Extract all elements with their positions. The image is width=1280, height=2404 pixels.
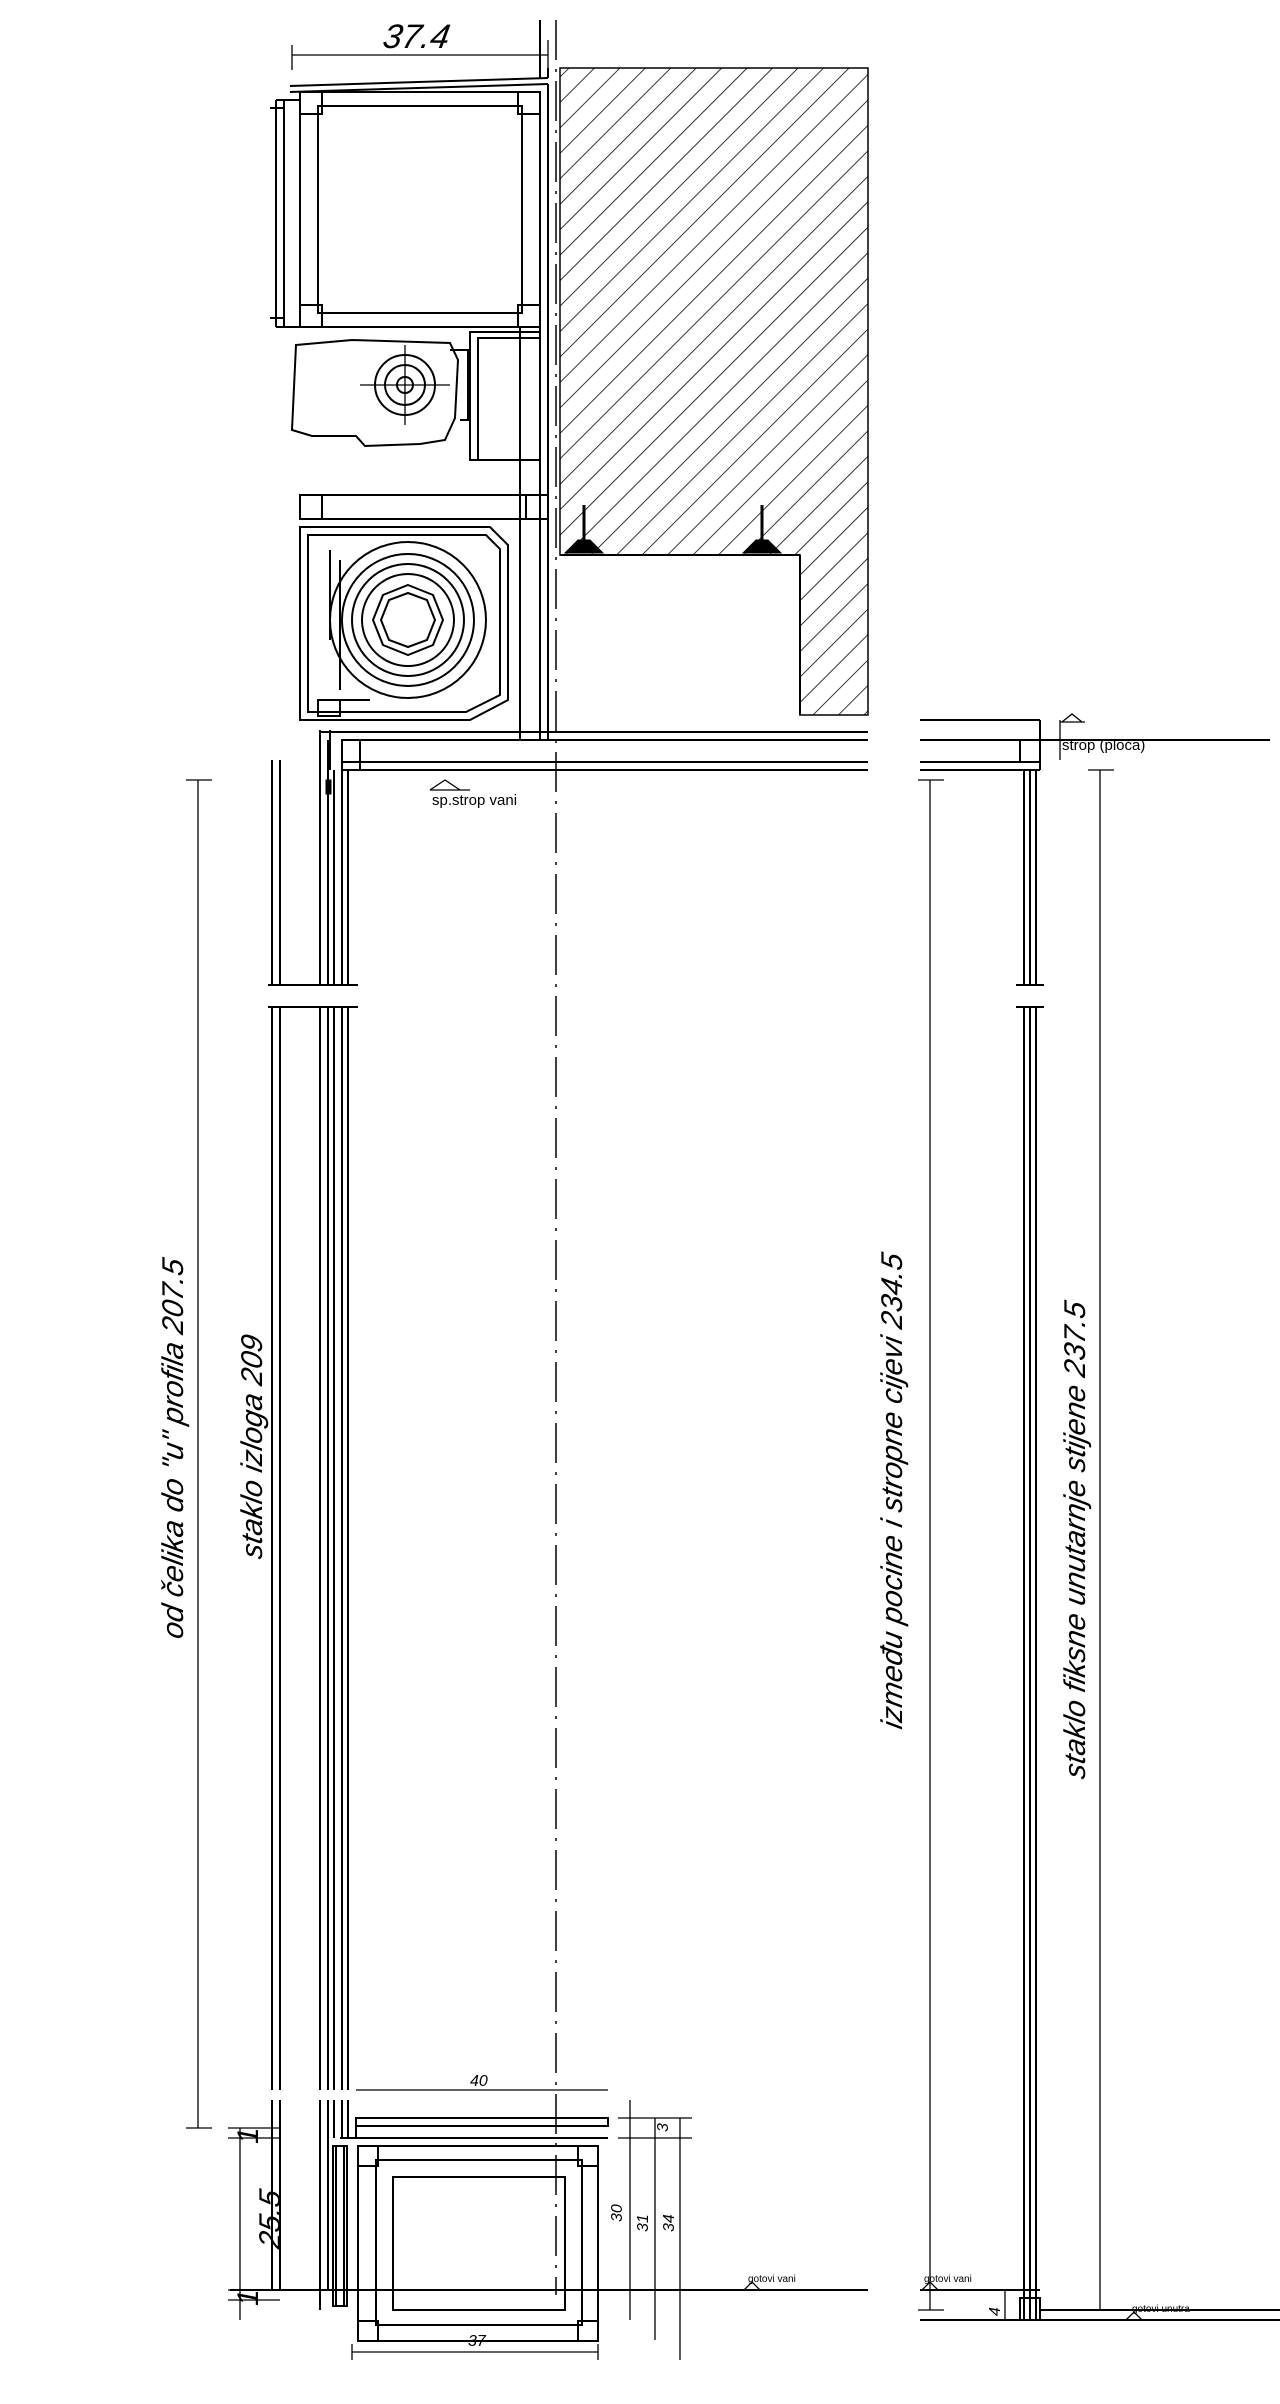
dimension-width-37: 37 (351, 2333, 599, 2360)
label-gotovi-vani-2: gotovi vani (921, 2274, 972, 2291)
glazing-break-marks (268, 984, 358, 2100)
label-sp-strop: sp.strop vani (429, 779, 517, 809)
upper-casing (270, 20, 549, 328)
label-gotovi-vani-1-text: gotovi vani (748, 2274, 796, 2285)
storefront-glazing (271, 730, 349, 2310)
roller-shutter-box (299, 526, 509, 721)
interior-fixed-wall (1016, 770, 1044, 2321)
anchor-bracket (563, 505, 783, 554)
label-gotovi-unutra-text: gotovi unutra (1132, 2304, 1190, 2315)
dim-text-two-five: 25.5 (254, 2187, 287, 2252)
label-gotovi-vani-2-text: gotovi vani (924, 2274, 972, 2285)
sill-box (332, 2117, 609, 2342)
label-gotovi-vani-1: gotovi vani (743, 2274, 796, 2291)
dim-text-izmedu: između pocine i stropne cijevi 234.5 (876, 1250, 909, 1731)
dim-text-width-37: 37 (468, 2333, 487, 2350)
dim-text-thirty-one: 31 (635, 2214, 652, 2232)
dimension-staklo-fiksne: staklo fiksne unutarnje stijene 237.5 (1059, 769, 1114, 2311)
dim-text-four: 4 (987, 2307, 1004, 2316)
label-gotovi-unutra: gotovi unutra (1125, 2304, 1190, 2321)
dimension-staklo-izloga: staklo izloga 209 (236, 1332, 269, 1561)
dim-text-width-40: 40 (470, 2073, 488, 2090)
motor-unit (290, 331, 541, 461)
dim-text-one-b: 1 (232, 2289, 265, 2306)
floor-lines (230, 2289, 1280, 2321)
dim-text-one-a: 1 (232, 2127, 265, 2144)
dimension-four: 4 (987, 2290, 1006, 2320)
concrete-wall (559, 67, 869, 716)
dim-text-staklo-fiksne: staklo fiksne unutarnje stijene 237.5 (1059, 1299, 1092, 1782)
dim-text-three: 3 (655, 2123, 672, 2132)
label-strop: strop (ploča) (1060, 713, 1145, 754)
dimension-lower-left: 1 25.5 1 (228, 2127, 287, 2320)
dim-text-ocelika: od čelika do "u" profila 207.5 (157, 1256, 190, 1642)
dim-text-staklo-izloga: staklo izloga 209 (236, 1332, 269, 1561)
dimension-top: 37.4 (291, 18, 549, 70)
dim-text-thirty: 30 (609, 2204, 626, 2222)
dimension-width-40: 40 (356, 2073, 608, 2091)
label-sp-strop-vani: sp.strop vani (432, 792, 517, 809)
dimension-izmedu: između pocine i stropne cijevi 234.5 (876, 779, 944, 2311)
steel-beam (299, 84, 549, 740)
dim-text-thirty-four: 34 (661, 2214, 678, 2232)
head-frame (320, 719, 1270, 771)
dimension-ocelika: od čelika do "u" profila 207.5 (157, 779, 212, 2129)
dimension-sill-heights: 3 30 31 34 (609, 2100, 692, 2360)
label-strop-placa: strop (ploča) (1062, 737, 1145, 754)
dim-text-top-width: 37.4 (380, 18, 453, 56)
